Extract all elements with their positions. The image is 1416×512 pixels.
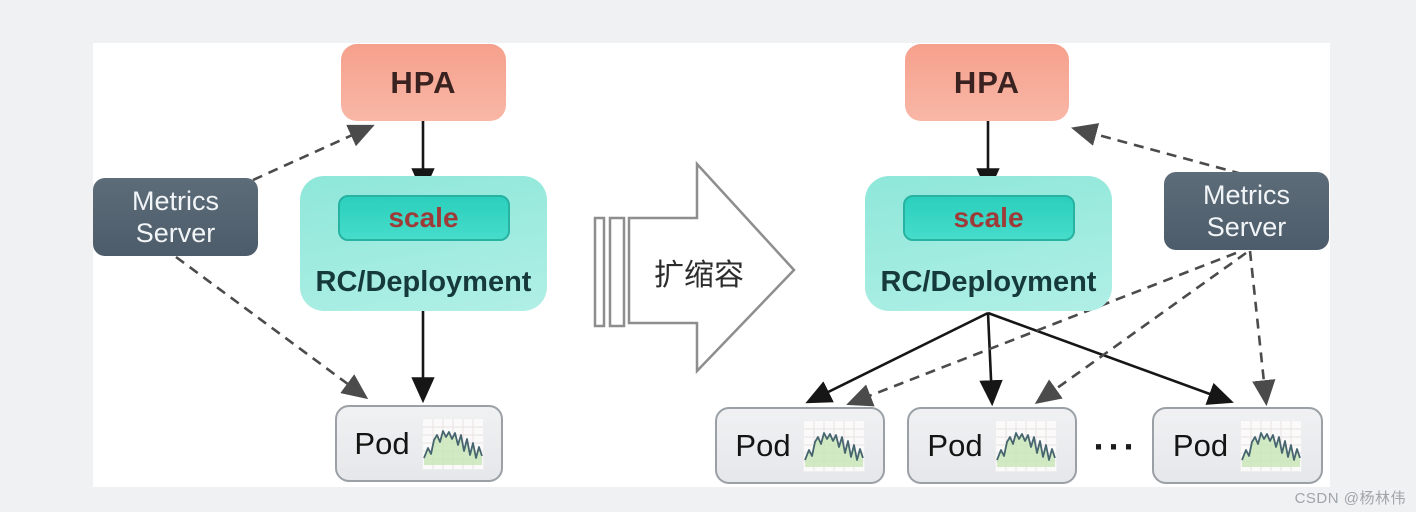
hpa-label-right: HPA bbox=[953, 64, 1021, 100]
node-rc-deployment-left: scale RC/Deployment bbox=[300, 176, 547, 311]
sparkline-chart-icon bbox=[802, 419, 865, 472]
rc-deployment-label-left: RC/Deployment bbox=[315, 266, 532, 298]
node-metrics-server-right: Metrics Server bbox=[1164, 172, 1329, 250]
sparkline-chart-icon bbox=[1240, 419, 1303, 472]
scale-box-right: scale bbox=[902, 195, 1075, 241]
metrics-server-label-line2-left: Server bbox=[135, 218, 216, 248]
sparkline-chart-icon bbox=[994, 419, 1057, 472]
metrics-server-label-line2-right: Server bbox=[1206, 212, 1287, 242]
node-hpa-left: HPA bbox=[341, 44, 506, 121]
pod-label-left: Pod bbox=[354, 425, 410, 461]
node-hpa-right: HPA bbox=[905, 44, 1069, 121]
scale-label-left: scale bbox=[388, 202, 459, 233]
node-pod-right-2: Pod bbox=[907, 407, 1077, 484]
node-rc-deployment-right: scale RC/Deployment bbox=[865, 176, 1112, 311]
metrics-server-label-line1-left: Metrics bbox=[132, 185, 219, 216]
pods-ellipsis: ··· bbox=[1093, 426, 1139, 467]
transition-label: 扩缩容 bbox=[654, 259, 744, 292]
node-metrics-server-left: Metrics Server bbox=[93, 178, 258, 256]
rc-deployment-label-right: RC/Deployment bbox=[880, 266, 1097, 298]
pod-label-right-2: Pod bbox=[927, 427, 983, 463]
scale-box-left: scale bbox=[337, 195, 510, 241]
node-pod-left: Pod bbox=[335, 405, 503, 482]
metrics-server-label-line1-right: Metrics bbox=[1203, 179, 1290, 210]
pod-label-right-3: Pod bbox=[1172, 427, 1229, 463]
node-pod-right-1: Pod bbox=[715, 407, 885, 484]
node-pod-right-3: Pod bbox=[1152, 407, 1323, 484]
hpa-label-left: HPA bbox=[390, 64, 457, 100]
sparkline-chart-icon bbox=[421, 417, 484, 470]
csdn-watermark: CSDN @杨林伟 bbox=[1294, 490, 1406, 507]
pod-label-right-1: Pod bbox=[735, 427, 791, 463]
scale-label-right: scale bbox=[953, 202, 1024, 233]
